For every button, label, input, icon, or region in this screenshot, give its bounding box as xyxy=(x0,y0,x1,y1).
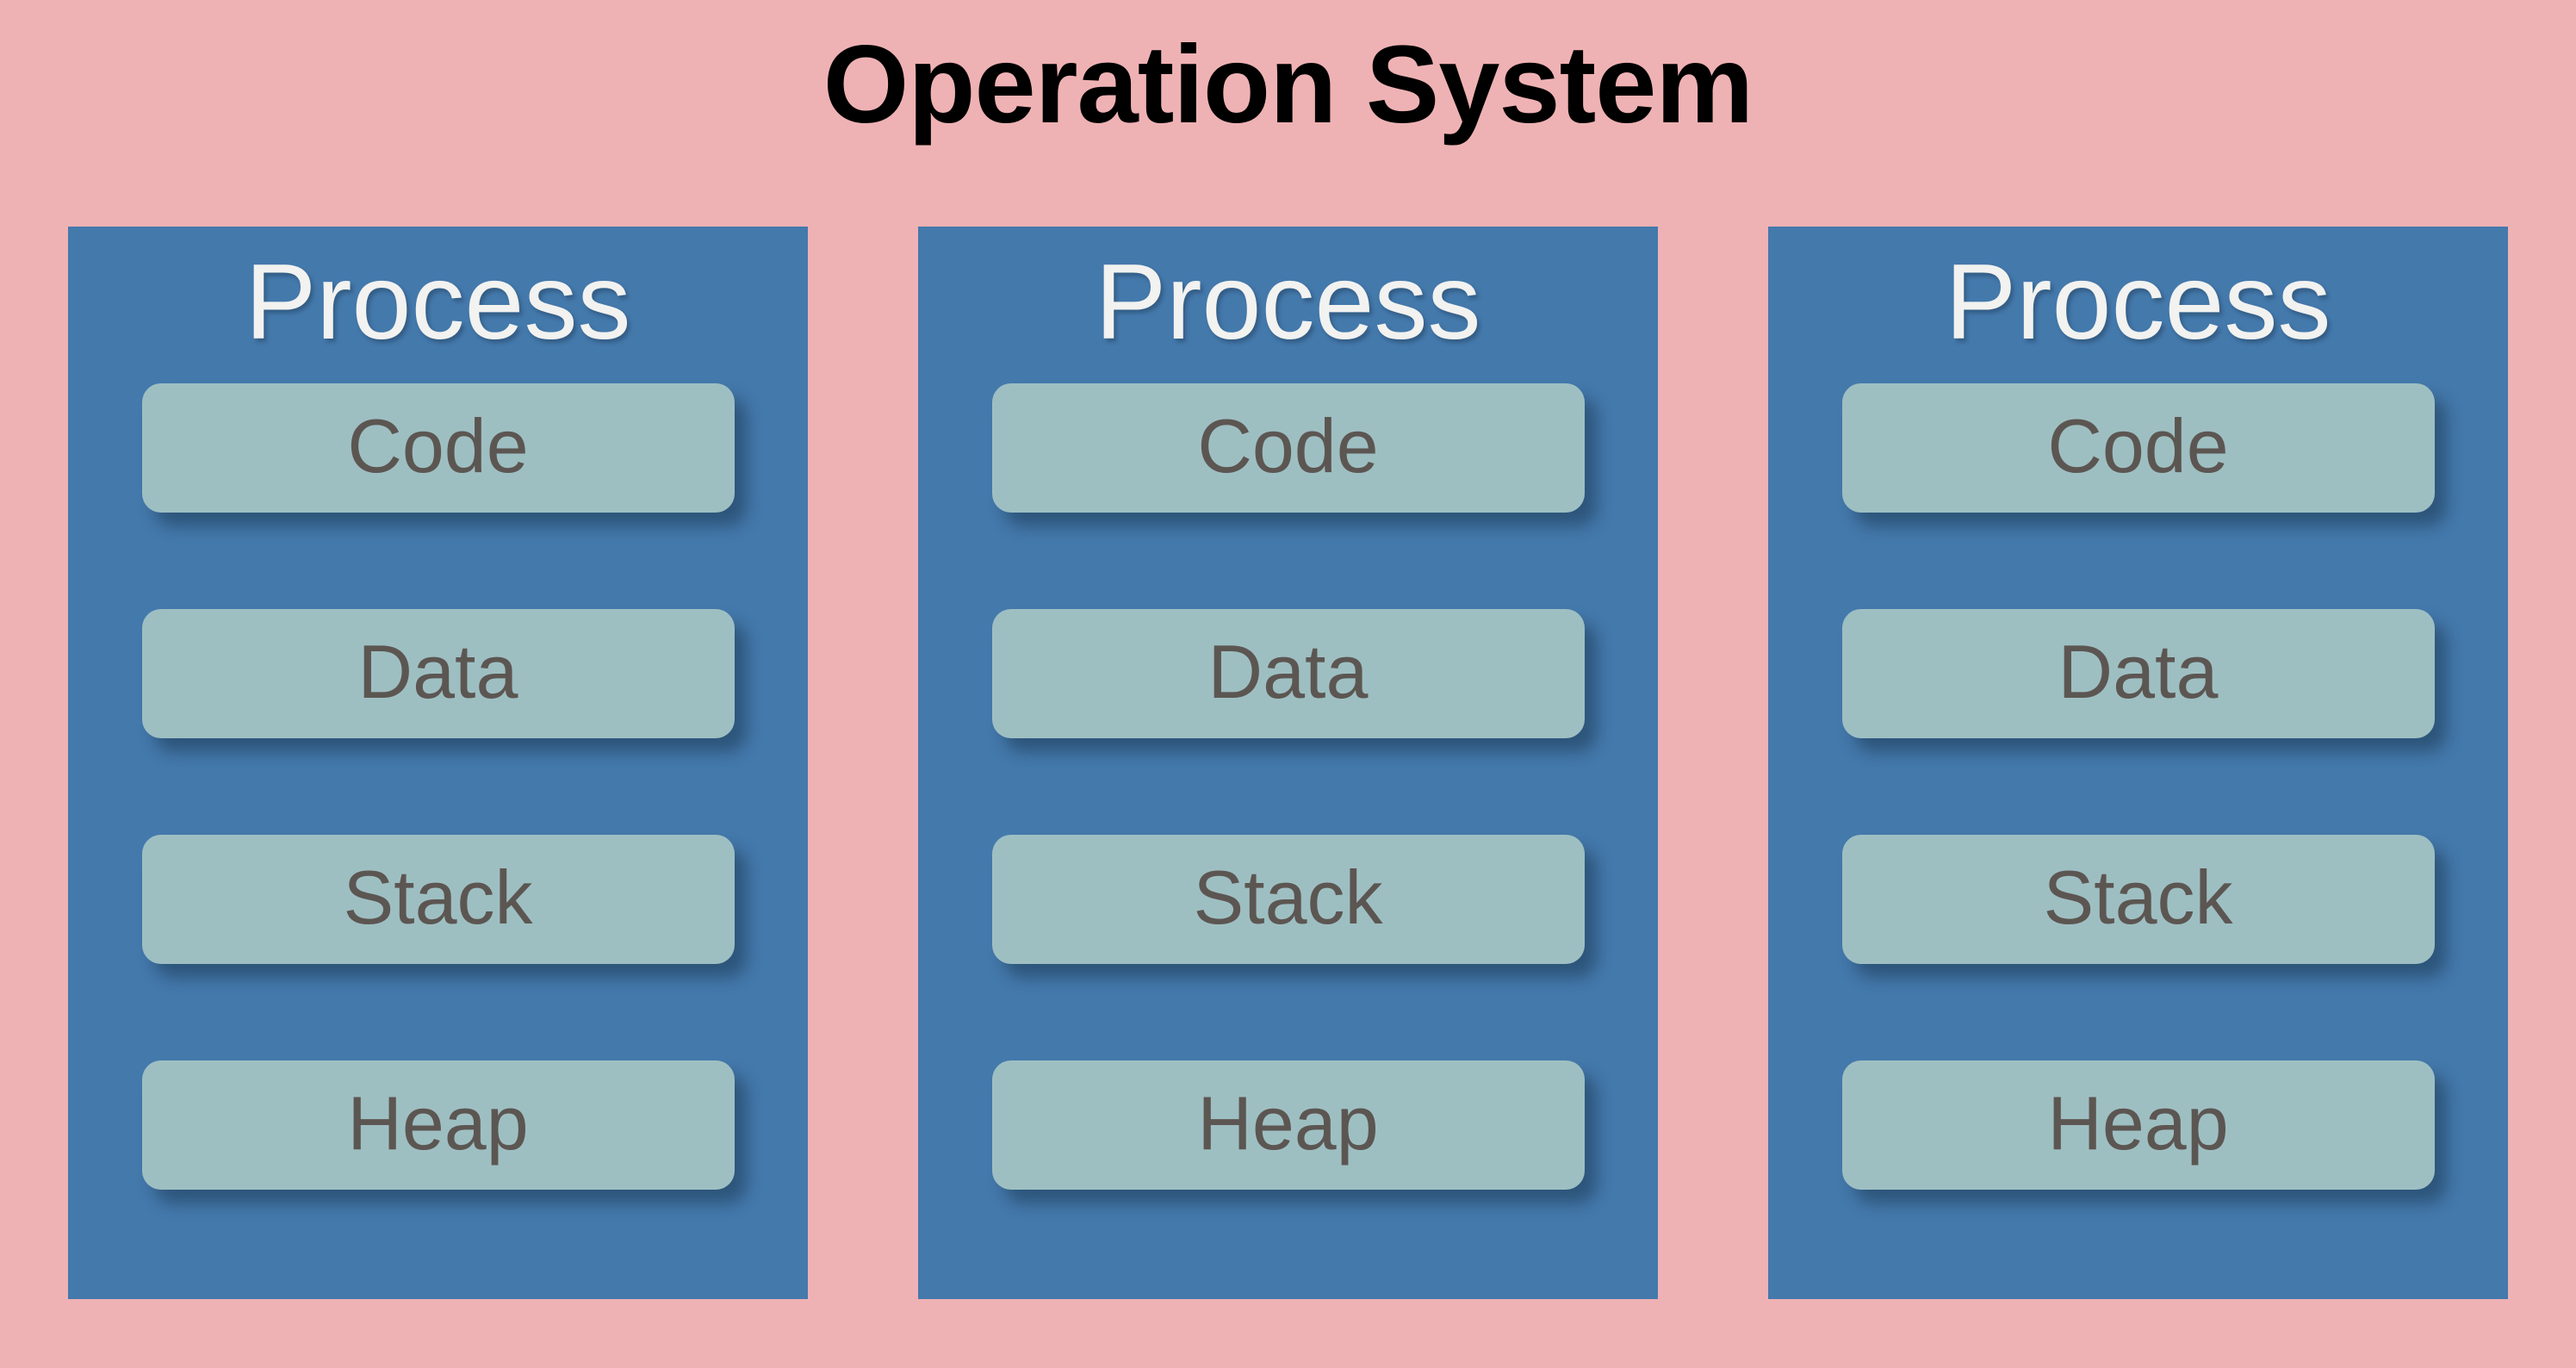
process-card-title: Process xyxy=(245,243,631,362)
memory-segment-label: Code xyxy=(347,403,529,488)
memory-segment-label: Heap xyxy=(2047,1080,2229,1166)
memory-segment-heap: Heap xyxy=(141,1060,735,1190)
memory-segment-label: Stack xyxy=(1193,855,1383,940)
memory-segment-label: Heap xyxy=(1197,1080,1379,1166)
page-title: Operation System xyxy=(822,23,1754,146)
memory-segment-label: Data xyxy=(1207,629,1369,714)
memory-segment-label: Code xyxy=(1197,403,1379,488)
memory-segment-data: Data xyxy=(991,609,1585,738)
memory-segment-label: Code xyxy=(2047,403,2229,488)
memory-segment-label: Stack xyxy=(343,855,533,940)
memory-segment-list: Code Data Stack Heap xyxy=(68,383,808,1190)
memory-segment-stack: Stack xyxy=(141,835,735,964)
process-card-title: Process xyxy=(1945,243,2331,362)
process-card: Process Code Data Stack Heap xyxy=(1768,227,2508,1299)
memory-segment-code: Code xyxy=(991,383,1585,513)
memory-segment-stack: Stack xyxy=(991,835,1585,964)
memory-segment-code: Code xyxy=(141,383,735,513)
process-list: Process Code Data Stack Heap Process xyxy=(68,227,2508,1299)
memory-segment-stack: Stack xyxy=(1841,835,2435,964)
memory-segment-data: Data xyxy=(141,609,735,738)
memory-segment-heap: Heap xyxy=(991,1060,1585,1190)
memory-segment-data: Data xyxy=(1841,609,2435,738)
memory-segment-label: Heap xyxy=(347,1080,529,1166)
memory-segment-code: Code xyxy=(1841,383,2435,513)
memory-segment-label: Data xyxy=(2058,629,2219,714)
process-card: Process Code Data Stack Heap xyxy=(918,227,1658,1299)
memory-segment-heap: Heap xyxy=(1841,1060,2435,1190)
process-card: Process Code Data Stack Heap xyxy=(68,227,808,1299)
memory-segment-label: Data xyxy=(357,629,518,714)
memory-segment-label: Stack xyxy=(2043,855,2233,940)
memory-segment-list: Code Data Stack Heap xyxy=(918,383,1658,1190)
memory-segment-list: Code Data Stack Heap xyxy=(1768,383,2508,1190)
process-card-title: Process xyxy=(1095,243,1481,362)
